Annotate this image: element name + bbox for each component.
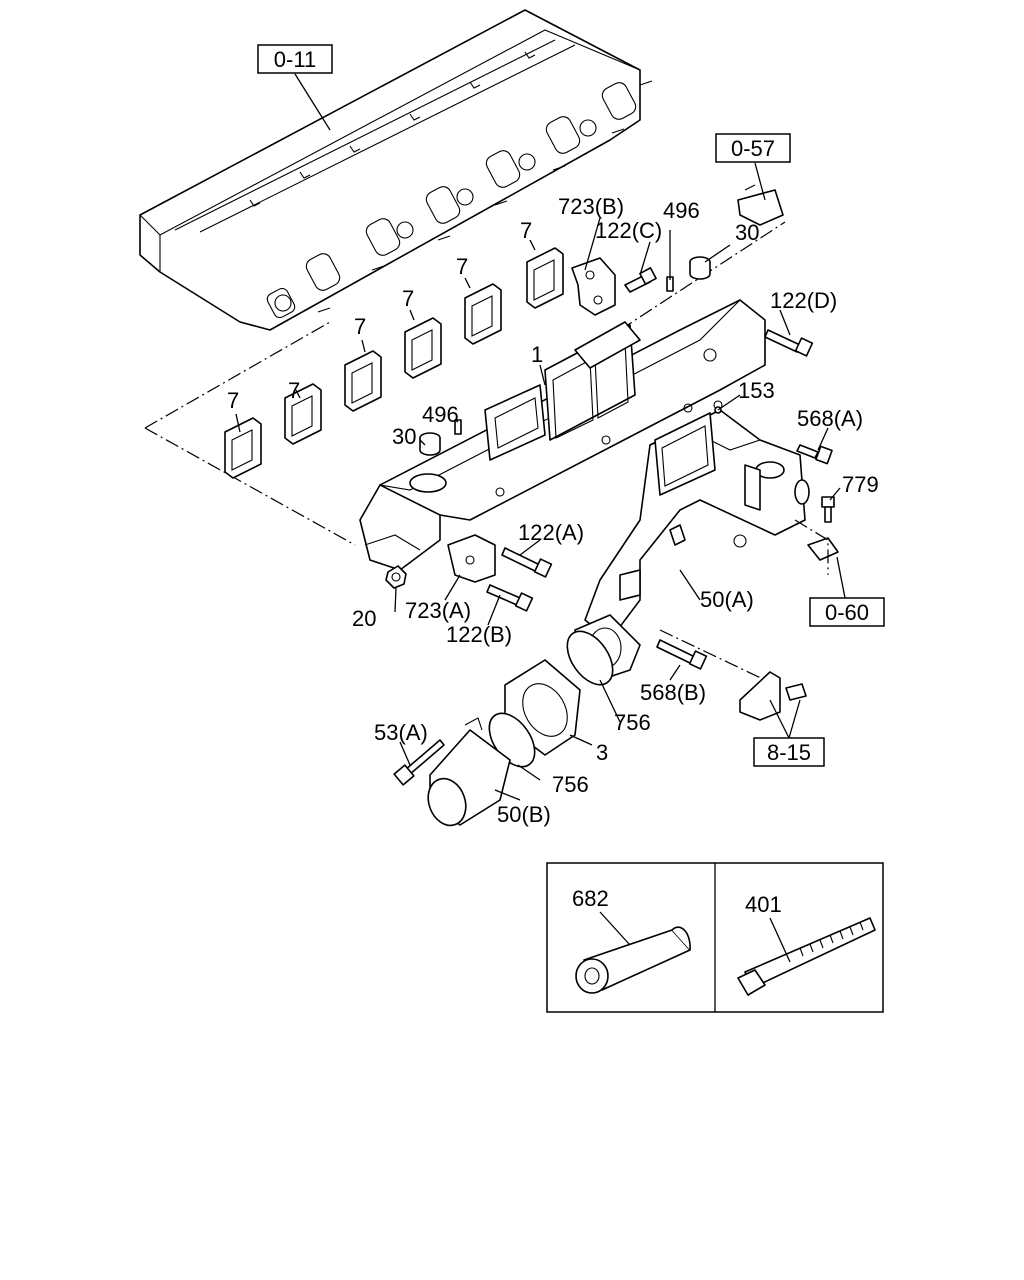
label-122a: 122(A) [518,520,584,545]
connector-0-60-part [807,537,839,561]
label-568a: 568(A) [797,406,863,431]
label-7-1: 7 [227,388,239,413]
label-779: 779 [842,472,879,497]
label-568b: 568(B) [640,680,706,705]
label-496-upper: 496 [663,198,700,223]
label-1: 1 [531,342,543,367]
label-723a: 723(A) [405,598,471,623]
label-7-2: 7 [288,378,300,403]
rear-exhaust-manifold-50a [574,409,810,681]
bracket-8-15-part [739,671,807,721]
gasket-7-set [224,247,564,479]
label-122b: 122(B) [446,622,512,647]
nut-20 [385,565,407,589]
plug-30-lower [419,432,441,456]
leader-lines [394,217,841,801]
label-30-upper: 30 [735,220,759,245]
o-ring-756-upper [566,630,614,686]
pin-496-lower [454,419,462,435]
label-122d: 122(D) [770,288,837,313]
cylinder-head-drawing [139,9,653,331]
label-50a: 50(A) [700,587,754,612]
label-153: 153 [738,378,775,403]
label-3: 3 [596,740,608,765]
bolt-122c [624,267,657,293]
label-756-lower: 756 [552,772,589,797]
callout-labels: 7 7 7 7 7 7 1 723(B) 496 122(C) 30 122(D… [227,194,879,827]
cable-tie-401 [737,917,876,996]
bracket-723a [447,534,496,583]
label-122c: 122(C) [595,218,662,243]
label-682: 682 [572,886,609,911]
label-30-lower: 30 [392,424,416,449]
front-exhaust-manifold [359,299,766,571]
label-723b: 723(B) [558,194,624,219]
bolt-122a [501,547,553,578]
sensor-779 [821,496,835,523]
label-756-upper: 756 [614,710,651,735]
svg-text:0-11: 0-11 [274,47,316,72]
pipe-50b [427,717,511,827]
label-20: 20 [352,606,376,631]
bolt-53a [393,739,445,786]
label-7-4: 7 [402,286,414,311]
bracket-723b [571,257,616,316]
label-496-lower: 496 [422,402,459,427]
label-53a: 53(A) [374,720,428,745]
label-50b: 50(B) [497,802,551,827]
label-401: 401 [745,892,782,917]
heat-shield-0-57 [737,184,784,226]
ref-box-0-60[interactable]: 0-60 [809,597,885,627]
sleeve-682 [575,926,691,994]
ref-box-8-15[interactable]: 8-15 [753,737,825,767]
label-7-5: 7 [456,254,468,279]
bolt-568a [796,444,833,465]
label-7-6: 7 [520,218,532,243]
bolt-122b [486,584,534,612]
svg-text:8-15: 8-15 [767,740,811,765]
svg-text:0-60: 0-60 [825,600,869,625]
label-7-3: 7 [354,314,366,339]
svg-text:0-57: 0-57 [731,136,775,161]
bolt-122d [764,329,814,357]
bolt-568b [656,639,708,670]
ref-box-0-57[interactable]: 0-57 [715,133,791,163]
accessory-inset: 682 401 [546,862,884,1013]
ref-box-0-11[interactable]: 0-11 [257,44,333,74]
plug-30-upper [689,256,711,280]
